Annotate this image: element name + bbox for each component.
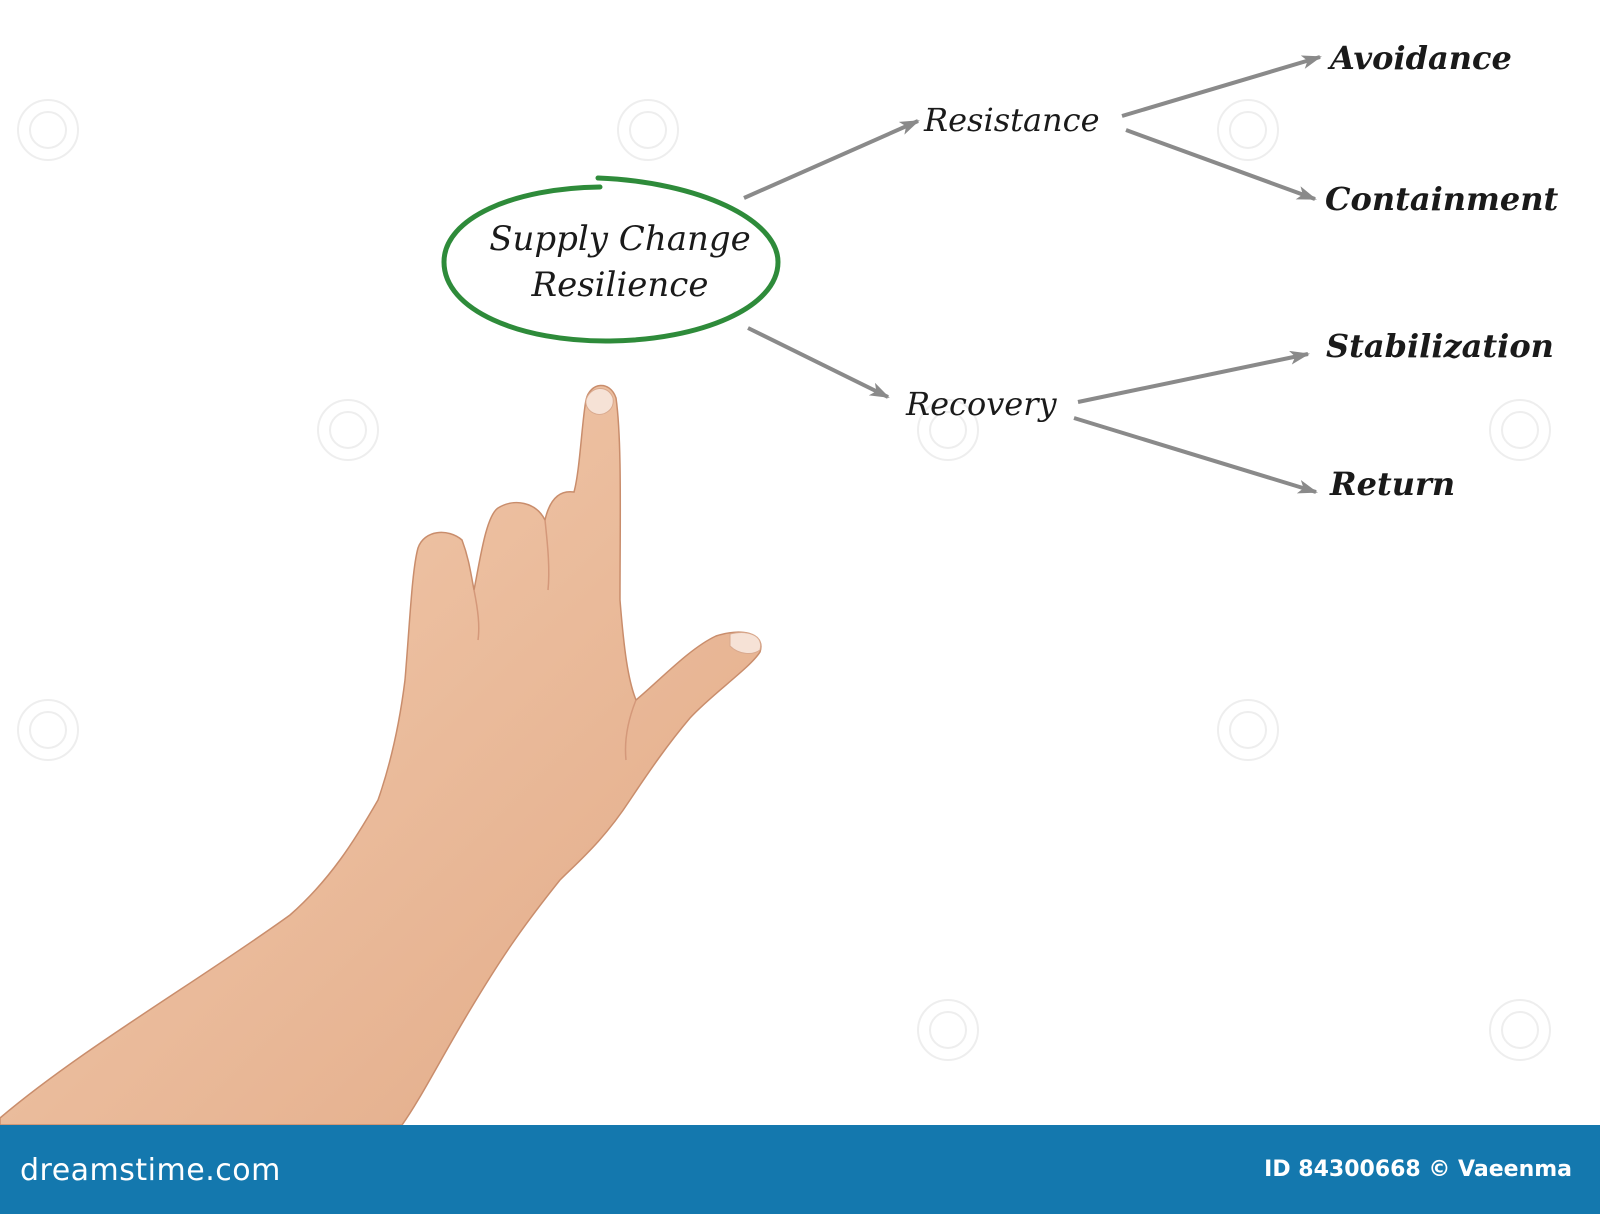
node-containment: Containment xyxy=(1325,180,1559,218)
node-recovery: Recovery xyxy=(906,385,1057,423)
center-node-line1: Supply Change xyxy=(489,219,751,259)
arrow-to-containment xyxy=(1125,128,1317,201)
node-return: Return xyxy=(1330,465,1456,503)
brand-logo[interactable]: dreamstime.com xyxy=(20,1153,281,1188)
pointing-hand-image xyxy=(0,384,762,1126)
center-node-line2: Resilience xyxy=(531,265,709,305)
node-avoidance: Avoidance xyxy=(1330,39,1512,77)
center-node: Supply Change Resilience xyxy=(470,216,770,308)
center-ring xyxy=(441,175,781,344)
footer-bar: dreamstime.com ID 84300668 © Vaeenma xyxy=(0,1125,1600,1214)
image-credit: ID 84300668 © Vaeenma xyxy=(1264,1157,1572,1182)
arrows xyxy=(743,55,1322,494)
arrow-to-return xyxy=(1073,416,1318,494)
node-resistance: Resistance xyxy=(924,101,1100,139)
watermark xyxy=(17,99,1551,1061)
arrow-to-avoidance xyxy=(1121,55,1322,118)
node-stabilization: Stabilization xyxy=(1326,327,1554,365)
arrow-to-recovery xyxy=(747,326,890,399)
arrow-to-stabilization xyxy=(1077,350,1310,404)
arrow-to-resistance xyxy=(743,119,920,200)
